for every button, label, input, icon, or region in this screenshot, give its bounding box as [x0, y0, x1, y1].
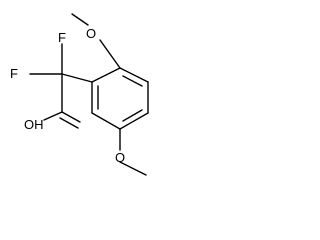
atom-fluorine-top: F	[58, 30, 66, 45]
atom-fluorine-left: F	[10, 66, 18, 81]
bond-carboxyl-carbonyl-2	[59, 117, 79, 129]
ring-bond-c2-c3	[119, 67, 149, 83]
ring-bond-c4-c5	[119, 112, 149, 130]
atom-hydroxyl: OH	[24, 117, 44, 132]
atom-oxygen-bottom: O	[115, 150, 125, 165]
atom-oxygen-top: O	[86, 26, 96, 41]
bond-oxygen-bottom-to-methyl	[119, 161, 147, 176]
bond-oxygen-top-to-methyl	[71, 13, 89, 26]
structure-drawing: O O F F OH	[10, 13, 149, 176]
bond-carboxyl-to-hydroxyl	[43, 111, 63, 121]
ring-double-bond-inner-2	[122, 109, 143, 122]
ring-bond-c1-c2	[91, 67, 121, 83]
bond-carboxyl-carbonyl-1	[61, 111, 81, 123]
molecule-diagram: O O F F OH	[10, 13, 149, 176]
ring-double-bond-inner-1	[122, 75, 143, 87]
ring-bond-c5-c6	[91, 112, 121, 130]
bond-ring-to-cf2	[61, 73, 93, 83]
bond-ring-to-oxygen-top	[99, 39, 121, 69]
